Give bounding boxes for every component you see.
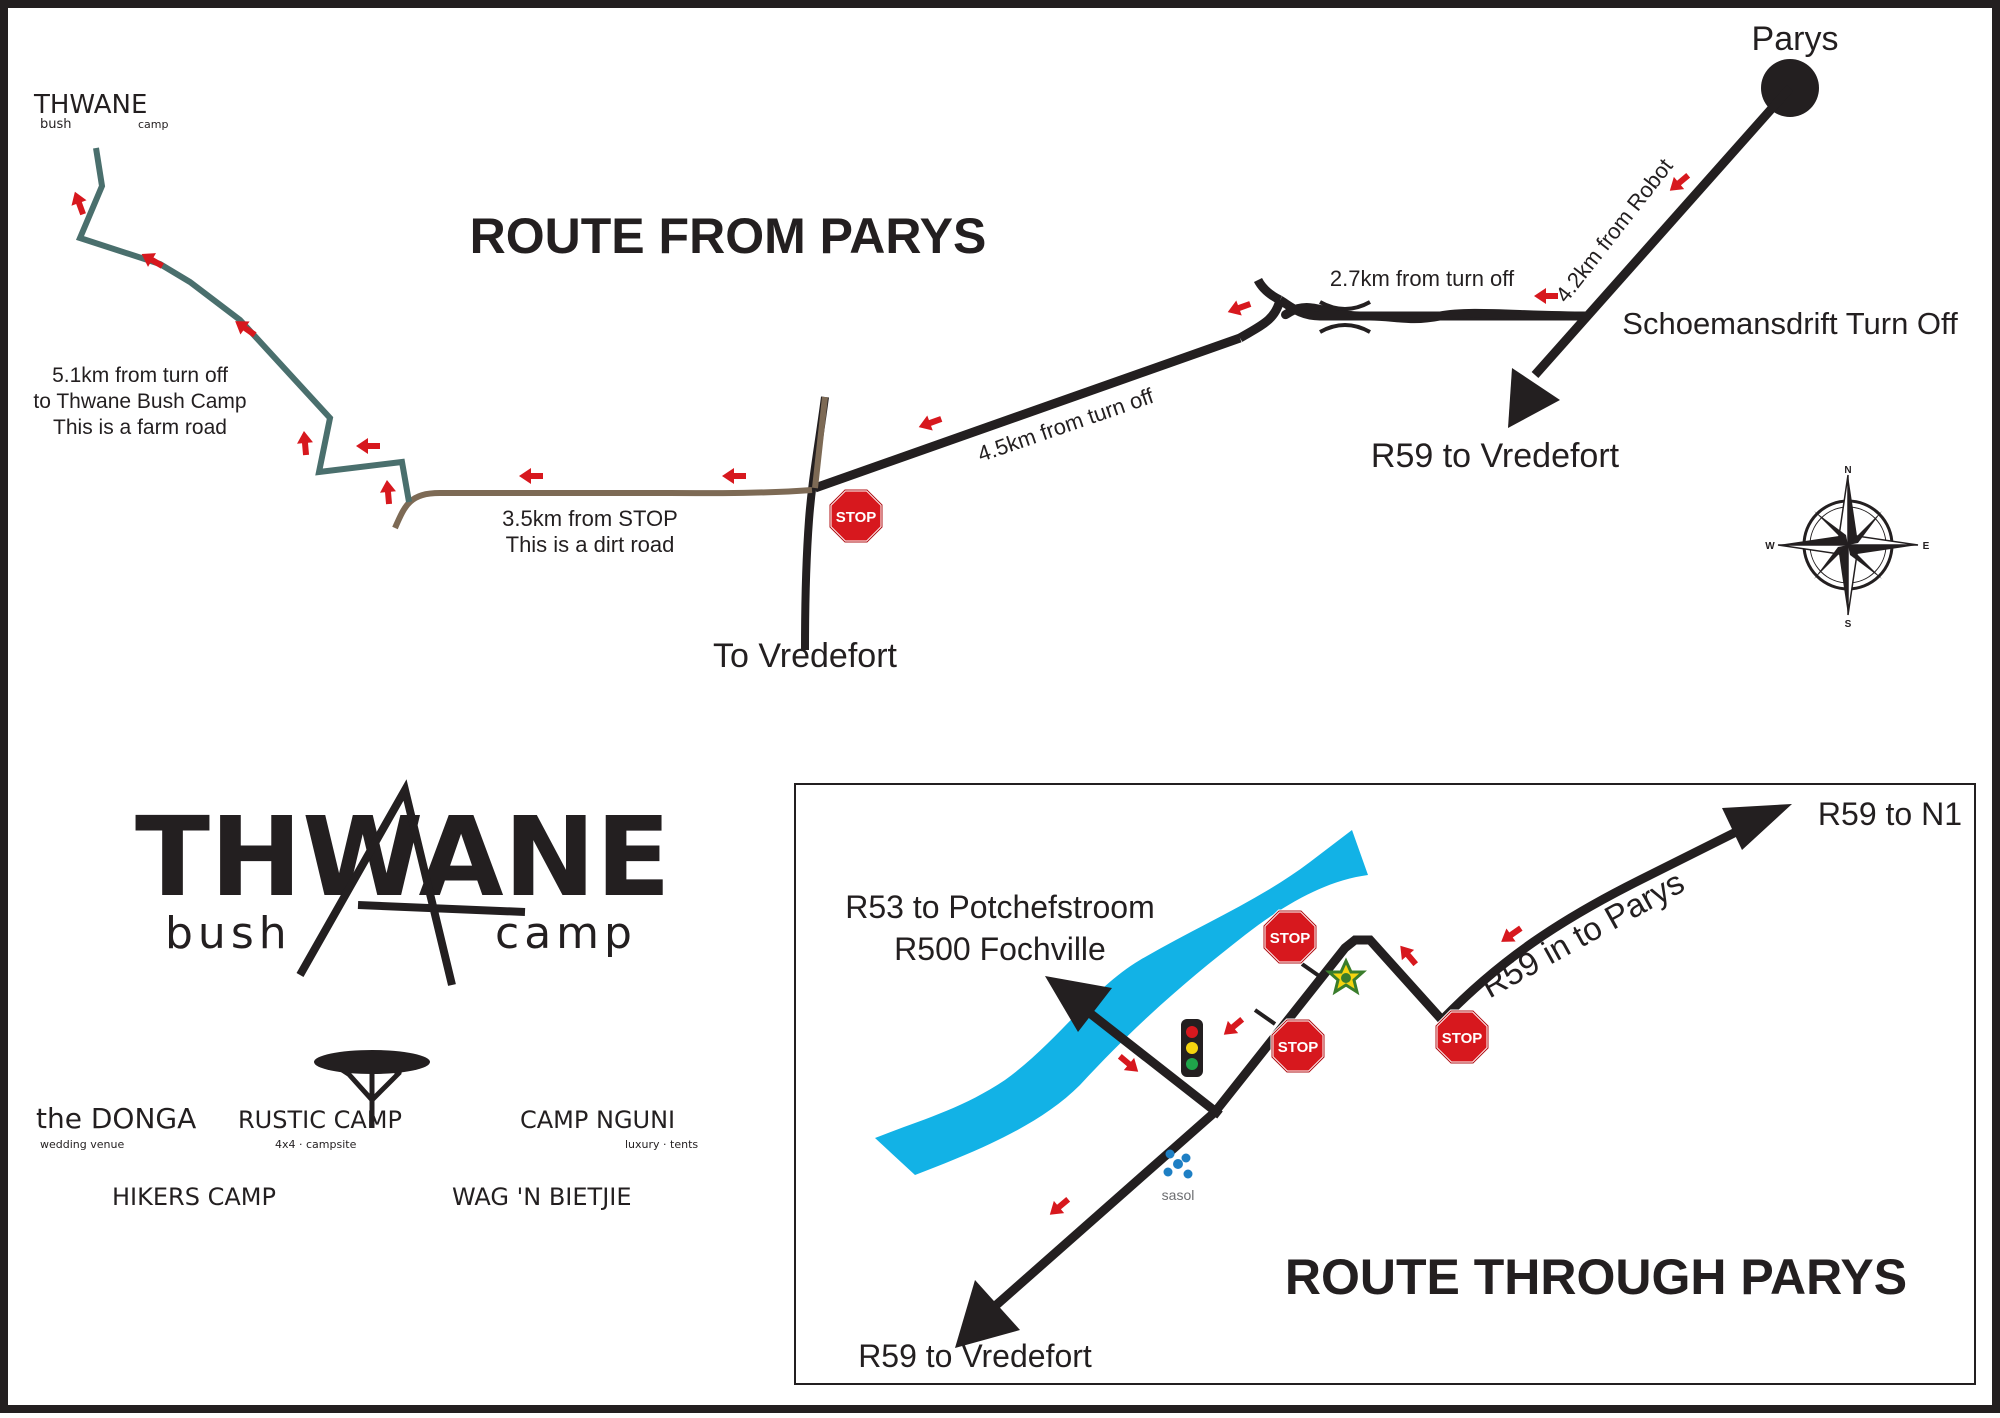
stop-sign-label: STOP	[836, 509, 877, 526]
bridge-icon	[1319, 300, 1371, 334]
svg-text:bush: bush	[40, 117, 72, 132]
place-parys: Parys	[1752, 20, 1839, 58]
sasol-logo-icon: sasol	[1162, 1149, 1195, 1203]
farm-road-line-2: to Thwane Bush Camp	[33, 390, 246, 413]
logo-donga-sub: wedding venue	[40, 1138, 124, 1151]
svg-text:E: E	[1923, 541, 1930, 552]
place-to-vredefort: To Vredefort	[713, 637, 897, 675]
farm-road-line-1: 5.1km from turn off	[52, 364, 228, 387]
road-dirt	[392, 487, 813, 530]
route-from-parys-title: ROUTE FROM PARYS	[470, 208, 987, 264]
logo-a-mark	[296, 779, 526, 986]
label-r59-to-n1: R59 to N1	[1818, 796, 1962, 832]
label-r59-to-vredefort: R59 to Vredefort	[858, 1338, 1092, 1374]
police-badge-icon	[1325, 957, 1367, 996]
svg-text:STOP: STOP	[1278, 1039, 1319, 1056]
r59-south-arrow-head	[955, 1280, 1020, 1348]
farm-road-line-3: This is a farm road	[53, 416, 227, 439]
r59-arrow-head	[1508, 368, 1560, 428]
place-schoemansdrift: Schoemansdrift Turn Off	[1622, 306, 1958, 341]
logo-camp-nguni-sub: luxury · tents	[625, 1138, 698, 1151]
route-from-parys-map: ROUTE FROM PARYS Parys Schoemansdrift Tu…	[33, 20, 1958, 675]
traffic-light-icon	[1181, 1019, 1203, 1077]
r53-arrow-head	[1045, 976, 1112, 1032]
stop-sign-3: STOP	[1434, 1009, 1490, 1065]
logo-donga: the DONGA	[36, 1102, 196, 1135]
thwane-small-logo: THWANE bush camp	[33, 90, 169, 132]
road-r59-town	[1211, 935, 1446, 1115]
sub-brand-logos: the DONGA wedding venue RUSTIC CAMP 4x4 …	[36, 1050, 698, 1211]
svg-text:W: W	[1765, 541, 1775, 552]
svg-text:THWANE: THWANE	[33, 90, 147, 120]
logo-camp: camp	[495, 908, 637, 959]
logo-rustic-camp: RUSTIC CAMP	[238, 1106, 402, 1134]
logo-wordmark: THWANE	[135, 793, 671, 921]
svg-text:S: S	[1845, 619, 1852, 630]
route-through-parys-title: ROUTE THROUGH PARYS	[1285, 1249, 1907, 1305]
stop-sign-2: STOP	[1270, 1018, 1326, 1074]
r59-north-arrow-head	[1722, 804, 1792, 850]
logo-wag-n-bietjie: WAG 'N BIETJIE	[452, 1183, 632, 1211]
sasol-label: sasol	[1162, 1187, 1195, 1203]
svg-text:STOP: STOP	[1442, 1030, 1483, 1047]
thwane-logo: THWANE bush camp	[135, 779, 671, 986]
road-4-5km	[813, 333, 1242, 493]
tree-icon	[314, 1050, 430, 1128]
road-r59-south	[982, 1108, 1218, 1319]
logo-bush: bush	[165, 908, 292, 959]
road-farm	[75, 147, 412, 503]
stop-sign-1: STOP	[1262, 909, 1318, 965]
place-r59-to-vredefort: R59 to Vredefort	[1371, 437, 1620, 475]
inset-frame	[794, 783, 1976, 1385]
distance-2-7km: 2.7km from turn off	[1330, 266, 1515, 291]
svg-text:camp: camp	[138, 118, 169, 131]
logo-rustic-camp-sub: 4x4 · campsite	[275, 1138, 357, 1151]
logo-hikers-camp: HIKERS CAMP	[112, 1183, 276, 1211]
logo-camp-nguni: CAMP NGUNI	[520, 1106, 675, 1134]
distance-3-5km: 3.5km from STOP	[502, 506, 678, 531]
dirt-road-note: This is a dirt road	[506, 532, 675, 557]
svg-text:STOP: STOP	[1270, 930, 1311, 947]
road-schoemansdrift-2	[1277, 296, 1589, 324]
road-r59	[1531, 85, 1794, 378]
stop-sign: STOP	[828, 488, 884, 544]
compass-rose-icon: N S E W	[1765, 465, 1929, 630]
road-r53	[1065, 992, 1223, 1119]
river-vaal	[875, 830, 1368, 1175]
route-through-parys-map: STOP STOP STOP sasol	[794, 783, 1976, 1385]
svg-text:N: N	[1844, 465, 1851, 476]
label-r53: R53 to Potchefstroom	[845, 889, 1154, 925]
label-r500: R500 Fochville	[894, 931, 1106, 967]
